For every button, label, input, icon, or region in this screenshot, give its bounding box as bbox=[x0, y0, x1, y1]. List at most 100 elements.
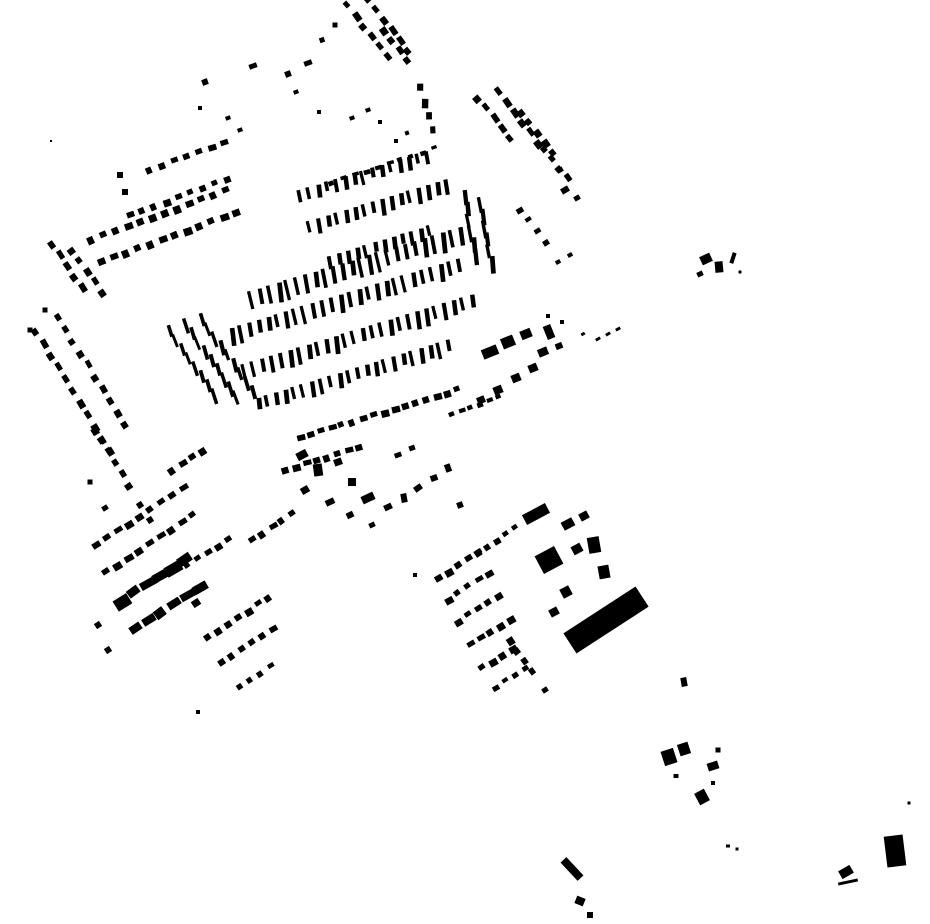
building bbox=[371, 4, 380, 14]
building bbox=[242, 375, 251, 392]
building bbox=[364, 364, 371, 377]
building bbox=[302, 459, 313, 467]
building bbox=[462, 189, 469, 206]
building bbox=[316, 426, 326, 434]
building bbox=[196, 194, 206, 203]
building bbox=[414, 153, 420, 164]
building bbox=[91, 540, 102, 550]
building bbox=[273, 392, 281, 406]
building bbox=[527, 666, 537, 676]
building bbox=[112, 593, 133, 612]
building bbox=[144, 538, 155, 548]
building bbox=[316, 218, 323, 234]
building bbox=[223, 175, 232, 184]
building bbox=[198, 106, 202, 110]
building bbox=[332, 22, 338, 28]
building bbox=[176, 551, 193, 568]
building bbox=[345, 369, 352, 384]
building bbox=[519, 327, 533, 341]
building bbox=[265, 285, 274, 304]
building bbox=[84, 359, 93, 369]
building bbox=[546, 314, 550, 318]
building bbox=[98, 435, 107, 445]
building bbox=[159, 208, 170, 219]
building bbox=[145, 240, 155, 251]
building bbox=[400, 402, 410, 411]
building bbox=[219, 212, 231, 222]
building bbox=[186, 188, 194, 196]
building bbox=[379, 164, 386, 178]
building bbox=[521, 664, 530, 673]
building bbox=[122, 189, 128, 195]
building bbox=[327, 180, 335, 187]
building bbox=[482, 543, 492, 552]
building bbox=[163, 559, 184, 578]
building bbox=[378, 26, 390, 37]
building bbox=[324, 497, 336, 507]
building bbox=[360, 327, 367, 342]
building bbox=[328, 297, 336, 313]
building bbox=[156, 497, 166, 506]
building bbox=[418, 228, 426, 243]
building bbox=[157, 162, 167, 171]
building bbox=[369, 410, 378, 418]
building bbox=[533, 227, 542, 235]
building bbox=[458, 407, 467, 414]
building bbox=[112, 561, 124, 572]
building bbox=[191, 580, 209, 596]
building bbox=[366, 254, 375, 276]
building bbox=[198, 369, 206, 384]
building bbox=[231, 390, 240, 405]
building bbox=[196, 710, 200, 714]
building bbox=[137, 206, 146, 216]
building bbox=[492, 384, 504, 396]
building bbox=[50, 140, 52, 142]
building bbox=[109, 252, 120, 261]
building bbox=[145, 515, 155, 525]
building bbox=[452, 588, 461, 597]
building bbox=[473, 248, 480, 266]
building bbox=[458, 297, 466, 311]
building bbox=[61, 324, 70, 334]
building bbox=[77, 282, 88, 294]
building bbox=[349, 330, 356, 345]
building bbox=[245, 676, 254, 685]
building bbox=[27, 327, 33, 333]
building bbox=[240, 363, 248, 380]
building bbox=[578, 510, 590, 522]
building bbox=[402, 46, 412, 56]
building bbox=[333, 212, 340, 225]
building bbox=[466, 404, 474, 411]
building bbox=[363, 168, 371, 176]
building bbox=[231, 208, 242, 218]
building bbox=[306, 430, 316, 439]
building bbox=[305, 186, 312, 200]
building bbox=[284, 70, 292, 78]
building bbox=[299, 484, 311, 496]
building bbox=[191, 360, 200, 377]
building bbox=[337, 372, 345, 389]
building bbox=[62, 260, 73, 272]
building bbox=[521, 503, 551, 525]
building bbox=[340, 263, 347, 281]
building bbox=[536, 346, 550, 358]
building bbox=[318, 36, 326, 44]
building bbox=[198, 184, 207, 193]
building bbox=[344, 209, 351, 224]
building bbox=[502, 96, 513, 109]
building bbox=[493, 86, 503, 96]
building bbox=[256, 397, 263, 410]
building bbox=[539, 145, 548, 154]
building bbox=[443, 389, 452, 399]
building bbox=[458, 226, 466, 246]
building bbox=[493, 591, 504, 602]
building bbox=[501, 676, 509, 684]
building bbox=[233, 613, 243, 622]
building bbox=[223, 534, 233, 544]
building bbox=[446, 261, 453, 277]
building bbox=[302, 274, 311, 294]
building bbox=[256, 319, 263, 333]
building bbox=[400, 233, 406, 245]
building bbox=[481, 102, 491, 112]
